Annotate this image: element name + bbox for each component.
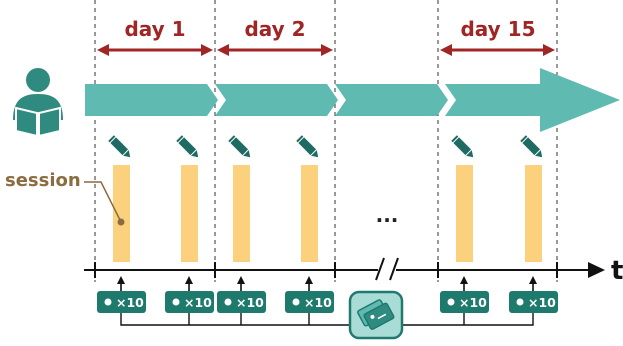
chevron-segment-arrowhead: [445, 68, 620, 132]
ellipsis: ...: [376, 203, 399, 227]
time-axis: [84, 257, 592, 281]
session-label: session: [5, 170, 81, 191]
badge-count: ×10: [184, 295, 212, 310]
chevron-segment: [85, 84, 218, 116]
pencil-icon: [520, 135, 546, 161]
day-2-span: [217, 44, 333, 56]
pencil-icon: [451, 135, 477, 161]
pencil-icon: [108, 135, 134, 161]
chevron-segment: [215, 84, 338, 116]
axis-break: [375, 257, 385, 281]
day-label: day 15: [460, 17, 535, 41]
badge-count: ×10: [459, 295, 487, 310]
axis-break: [389, 257, 399, 281]
reader-person-icon: [13, 68, 63, 138]
day-span-arrows: [97, 44, 555, 56]
pencil-icon: [176, 135, 202, 161]
review-arrows: [117, 276, 537, 291]
badge-count: ×10: [304, 295, 332, 310]
day-1-span: [97, 44, 213, 56]
session-bar: [456, 165, 473, 262]
review-badge: ×10: [217, 291, 266, 313]
axis-arrowhead: [588, 262, 605, 278]
day-label: day 1: [124, 17, 185, 41]
session-bar: [525, 165, 542, 262]
day-boundaries: [94, 0, 558, 282]
badge-count: ×10: [116, 295, 144, 310]
review-badge: ×10: [97, 291, 146, 313]
review-badge: ×10: [165, 291, 214, 313]
review-badge: ×10: [285, 291, 334, 313]
pencil-icon: [228, 135, 254, 161]
review-badge: ×10: [440, 291, 489, 313]
day-15-span: [440, 44, 555, 56]
session-bar: [233, 165, 250, 262]
axis-label: t: [611, 256, 623, 286]
session-bar: [301, 165, 318, 262]
chevron-segment: [335, 84, 448, 116]
badge-count: ×10: [528, 295, 556, 310]
session-bars: [113, 165, 542, 262]
flashcards-icon: [348, 290, 404, 340]
badge-connectors: [120, 313, 534, 326]
session-leader-line: [84, 181, 122, 223]
day-label: day 2: [244, 17, 305, 41]
badge-count: ×10: [236, 295, 264, 310]
session-bar: [181, 165, 198, 262]
session-bar: [113, 165, 130, 262]
review-badge: ×10: [509, 291, 558, 313]
time-flow-band: [85, 68, 620, 132]
session-leader-dot: [117, 218, 125, 226]
pencil-icon: [296, 135, 322, 161]
